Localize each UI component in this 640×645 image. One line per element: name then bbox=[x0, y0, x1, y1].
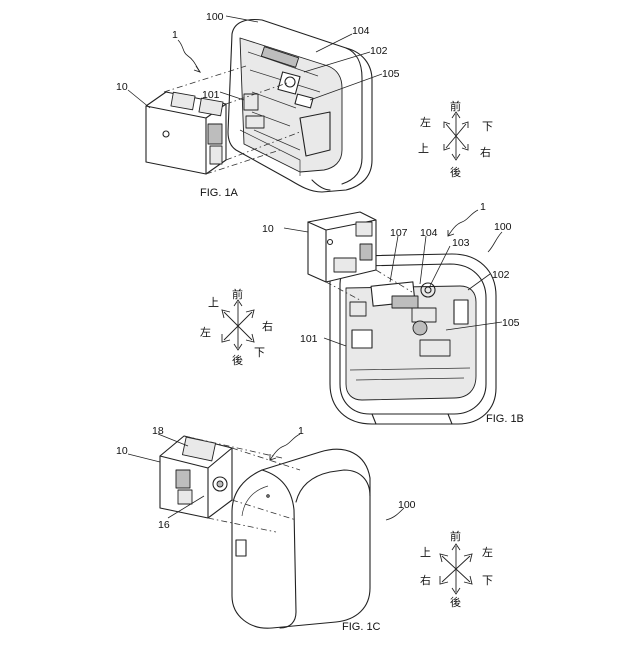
ref-18: 18 bbox=[152, 425, 164, 437]
ref-104: 104 bbox=[352, 25, 370, 37]
ref-1-fig1b: 1 bbox=[480, 201, 486, 213]
caption-fig-1a: FIG. 1A bbox=[200, 187, 239, 199]
dir-back: 後 bbox=[450, 165, 461, 179]
dir-left-fig1c: 左 bbox=[482, 546, 493, 559]
direction-indicator-fig1b: 上 前 左 右 後 下 bbox=[200, 287, 273, 367]
housing-100-open bbox=[228, 20, 372, 192]
ref-101-fig1b: 101 bbox=[300, 333, 318, 345]
dir-down-fig1c: 下 bbox=[482, 574, 493, 587]
ref-102-fig1b: 102 bbox=[492, 269, 510, 281]
ref-10-fig1b: 10 bbox=[262, 223, 274, 235]
dir-back-fig1c: 後 bbox=[450, 595, 461, 609]
dir-front-fig1b: 前 bbox=[232, 287, 243, 301]
cassette-10-fig1b bbox=[308, 212, 376, 282]
ref-102: 102 bbox=[370, 45, 388, 57]
dir-left: 左 bbox=[420, 116, 431, 129]
caption-fig-1c: FIG. 1C bbox=[342, 621, 381, 633]
dir-left-fig1b: 左 bbox=[200, 326, 211, 339]
ref-16: 16 bbox=[158, 519, 170, 531]
dir-front-fig1c: 前 bbox=[450, 529, 461, 543]
ref-10-fig1c: 10 bbox=[116, 445, 128, 457]
cassette-10-fig1c bbox=[160, 436, 232, 518]
housing-100-open-fig1b bbox=[330, 254, 496, 424]
dir-right-fig1c: 右 bbox=[420, 573, 431, 587]
dir-up-fig1b: 上 bbox=[208, 296, 219, 309]
dir-down: 下 bbox=[482, 120, 493, 133]
direction-indicator-fig1a: 前 左 下 上 右 後 bbox=[418, 99, 493, 179]
ref-103: 103 bbox=[452, 237, 470, 249]
ref-104-fig1b: 104 bbox=[420, 227, 438, 239]
ref-105: 105 bbox=[382, 68, 400, 80]
dir-front: 前 bbox=[450, 99, 461, 113]
dir-up: 上 bbox=[418, 142, 429, 155]
figure-1c: 1 18 10 16 100 FIG. 1C 前 上 左 右 下 後 bbox=[116, 425, 493, 633]
dir-right-fig1b: 右 bbox=[262, 319, 273, 333]
ref-100-fig1c: 100 bbox=[398, 499, 416, 511]
housing-100-closed bbox=[232, 449, 370, 628]
direction-indicator-fig1c: 前 上 左 右 下 後 bbox=[420, 529, 493, 609]
figure-1b: 1 10 100 107 104 103 102 101 105 FIG. 1B… bbox=[200, 201, 524, 425]
ref-100: 100 bbox=[206, 11, 224, 23]
caption-fig-1b: FIG. 1B bbox=[486, 413, 524, 425]
figure-1a: 100 1 104 102 105 10 101 FIG. 1A 前 左 下 上… bbox=[116, 11, 493, 199]
ref-1: 1 bbox=[172, 29, 178, 41]
ref-1-fig1c: 1 bbox=[298, 425, 304, 437]
ref-100-fig1b: 100 bbox=[494, 221, 512, 233]
dir-up-fig1c: 上 bbox=[420, 546, 431, 559]
cassette-10-fig1a bbox=[146, 92, 226, 174]
ref-107: 107 bbox=[390, 227, 408, 239]
dir-back-fig1b: 後 bbox=[232, 353, 243, 367]
ref-105-fig1b: 105 bbox=[502, 317, 520, 329]
dir-right: 右 bbox=[480, 145, 491, 159]
dir-down-fig1b: 下 bbox=[254, 346, 265, 359]
ref-10: 10 bbox=[116, 81, 128, 93]
ref-101: 101 bbox=[202, 89, 220, 101]
